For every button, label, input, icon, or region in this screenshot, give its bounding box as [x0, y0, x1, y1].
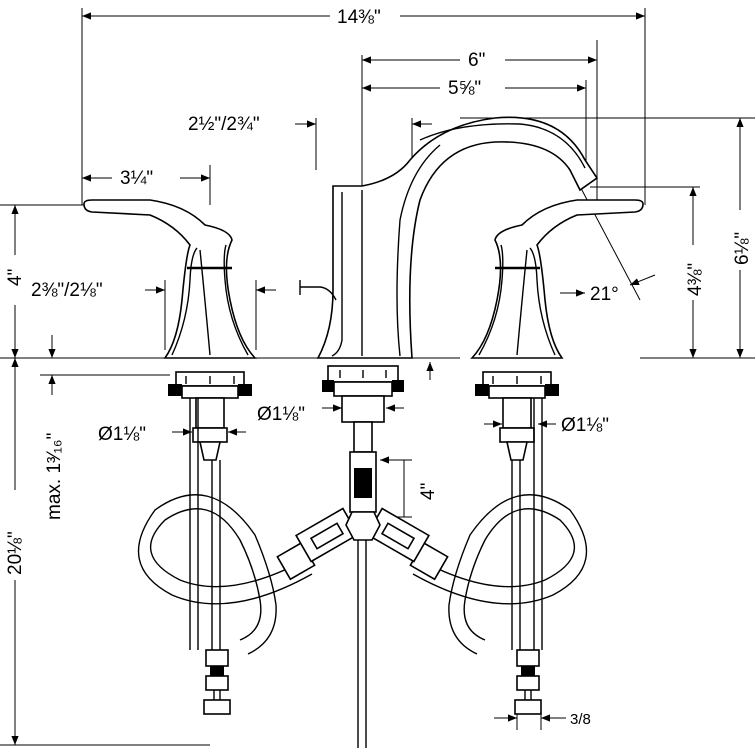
- dim-handle-height: 4": [5, 269, 26, 286]
- dim-handle-length: 3¼": [120, 168, 153, 189]
- dim-handle-width: 2⅜"/2⅛": [31, 280, 103, 301]
- dim-overall-width: 14⅜": [337, 7, 381, 28]
- dim-connector-length: 4": [418, 483, 439, 500]
- dim-angle: 21°: [590, 284, 619, 305]
- left-hose-loop: [137, 494, 359, 655]
- center-spout-mount: [322, 365, 404, 513]
- dim-under-deck-length: 20⅛": [5, 531, 26, 575]
- left-bottom-fitting: [203, 649, 231, 715]
- dim-spout-tip-height: 4⅜": [685, 263, 706, 296]
- dim-tail-diameter-left: Ø1⅛": [98, 424, 146, 445]
- dim-total-height: 6⅛": [732, 232, 753, 265]
- dim-spout-reach: 5⅝": [448, 78, 481, 99]
- dim-spout-offset: 2½"/2¾": [188, 114, 260, 135]
- dim-spread: 6": [468, 50, 485, 71]
- right-hose-loop: [366, 494, 588, 655]
- dim-deck-thickness: max. 1³⁄₁₆": [44, 433, 65, 520]
- dim-tail-diameter-center: Ø1⅛": [257, 404, 305, 425]
- dim-tail-diameter-right: Ø1⅛": [561, 415, 609, 436]
- right-handle: [470, 199, 644, 359]
- dim-connection-size: 3/8: [570, 711, 591, 728]
- dimension-labels: 14⅜" 6" 5⅝" 2½"/2¾" 3¼" 2⅜"/2⅛" 4" 4⅜" 6…: [5, 7, 753, 728]
- supply-lines: [189, 398, 543, 748]
- right-valve-body: [475, 371, 559, 461]
- spout: [299, 116, 599, 359]
- right-bottom-fitting: [514, 649, 542, 715]
- dimension-lines: [11, 12, 744, 745]
- left-handle: [83, 199, 257, 359]
- left-valve-body: [168, 371, 252, 461]
- t-connector: [345, 511, 381, 541]
